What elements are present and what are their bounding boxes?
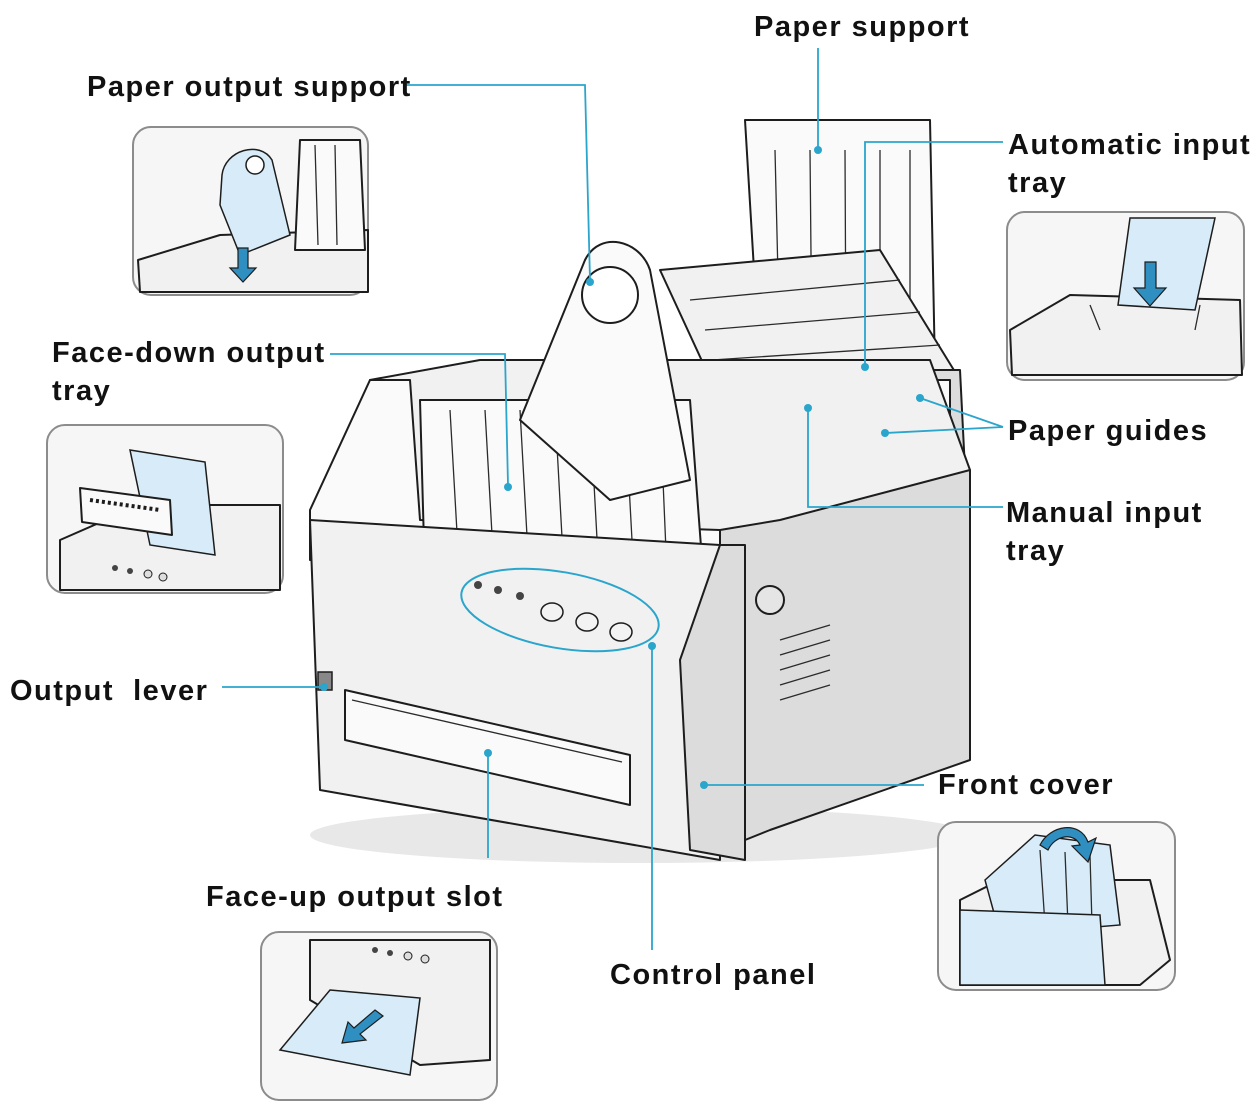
paper-output-support-inset <box>132 126 369 296</box>
label-face-up-output-slot: Face-up output slot <box>206 881 504 913</box>
face-down-output-tray-inset <box>46 424 284 594</box>
label-paper-output-support: Paper output support <box>87 71 412 103</box>
leader-lines <box>222 48 1004 950</box>
label-paper-guides: Paper guides <box>1008 415 1208 447</box>
label-control-panel: Control panel <box>610 959 816 991</box>
printer-illustration <box>309 119 971 863</box>
automatic-input-tray-inset <box>1006 211 1245 381</box>
label-face-down-output-tray-line1: Face-down output <box>52 337 326 369</box>
label-output-lever: Output lever <box>10 675 208 707</box>
label-front-cover: Front cover <box>938 769 1114 801</box>
label-face-down-output-tray-line2: tray <box>52 375 111 407</box>
labels: Paper support Paper output support Autom… <box>10 11 1251 991</box>
front-cover-inset <box>937 821 1176 991</box>
label-manual-input-tray-line2: tray <box>1006 535 1065 567</box>
label-automatic-input-tray-line2: tray <box>1008 167 1067 199</box>
label-automatic-input-tray-line1: Automatic input <box>1008 129 1251 161</box>
label-manual-input-tray-line1: Manual input <box>1006 497 1203 529</box>
label-paper-support: Paper support <box>754 11 970 43</box>
face-up-output-slot-inset <box>260 931 498 1101</box>
